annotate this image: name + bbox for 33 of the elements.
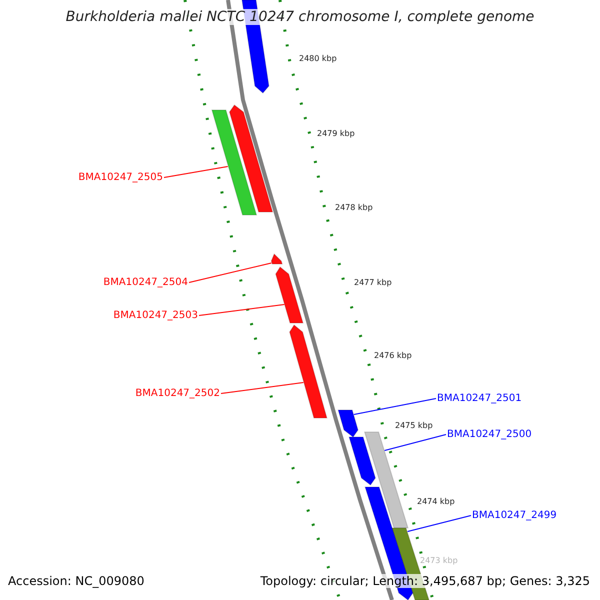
scale-label: 2480 kbp <box>299 54 337 63</box>
scale-label: 2477 kbp <box>354 278 392 287</box>
gene-feature <box>338 410 359 438</box>
gene-label: BMA10247_2505 <box>78 172 163 183</box>
gene-label: BMA10247_2504 <box>103 277 188 288</box>
gene-feature <box>211 110 258 216</box>
leader-line <box>164 166 228 178</box>
scale-label: 2478 kbp <box>335 203 373 212</box>
scale-label: 2476 kbp <box>374 351 412 360</box>
leader-line <box>407 515 472 532</box>
scale-label: 2474 kbp <box>417 497 455 506</box>
gene-feature <box>275 266 304 324</box>
scale-label: 2473 kbp <box>420 556 458 565</box>
leader-line <box>188 262 272 283</box>
gene-label: BMA10247_2500 <box>447 429 532 440</box>
gene-label: BMA10247_2501 <box>437 393 522 404</box>
leader-line <box>384 434 446 451</box>
gene-feature <box>364 432 409 528</box>
accession-text: Accession: NC_009080 <box>6 574 146 588</box>
gene-feature <box>270 253 283 264</box>
gene-label: BMA10247_2503 <box>113 310 198 321</box>
gene-feature <box>289 324 328 418</box>
gene-label: BMA10247_2502 <box>135 388 220 399</box>
gene-feature <box>348 436 376 486</box>
leader-line <box>198 304 285 316</box>
genome-summary-text: Topology: circular; Length: 3,495,687 bp; Genes: 3,325 <box>258 574 592 588</box>
leader-line <box>353 398 436 415</box>
leader-line <box>220 382 304 394</box>
title: Burkholderia mallei NCTC 10247 chromosome I, complete genome <box>64 9 536 25</box>
gene-label: BMA10247_2499 <box>472 510 557 521</box>
scale-label: 2475 kbp <box>395 421 433 430</box>
scale-label: 2479 kbp <box>317 129 355 138</box>
gene-feature <box>228 104 274 212</box>
